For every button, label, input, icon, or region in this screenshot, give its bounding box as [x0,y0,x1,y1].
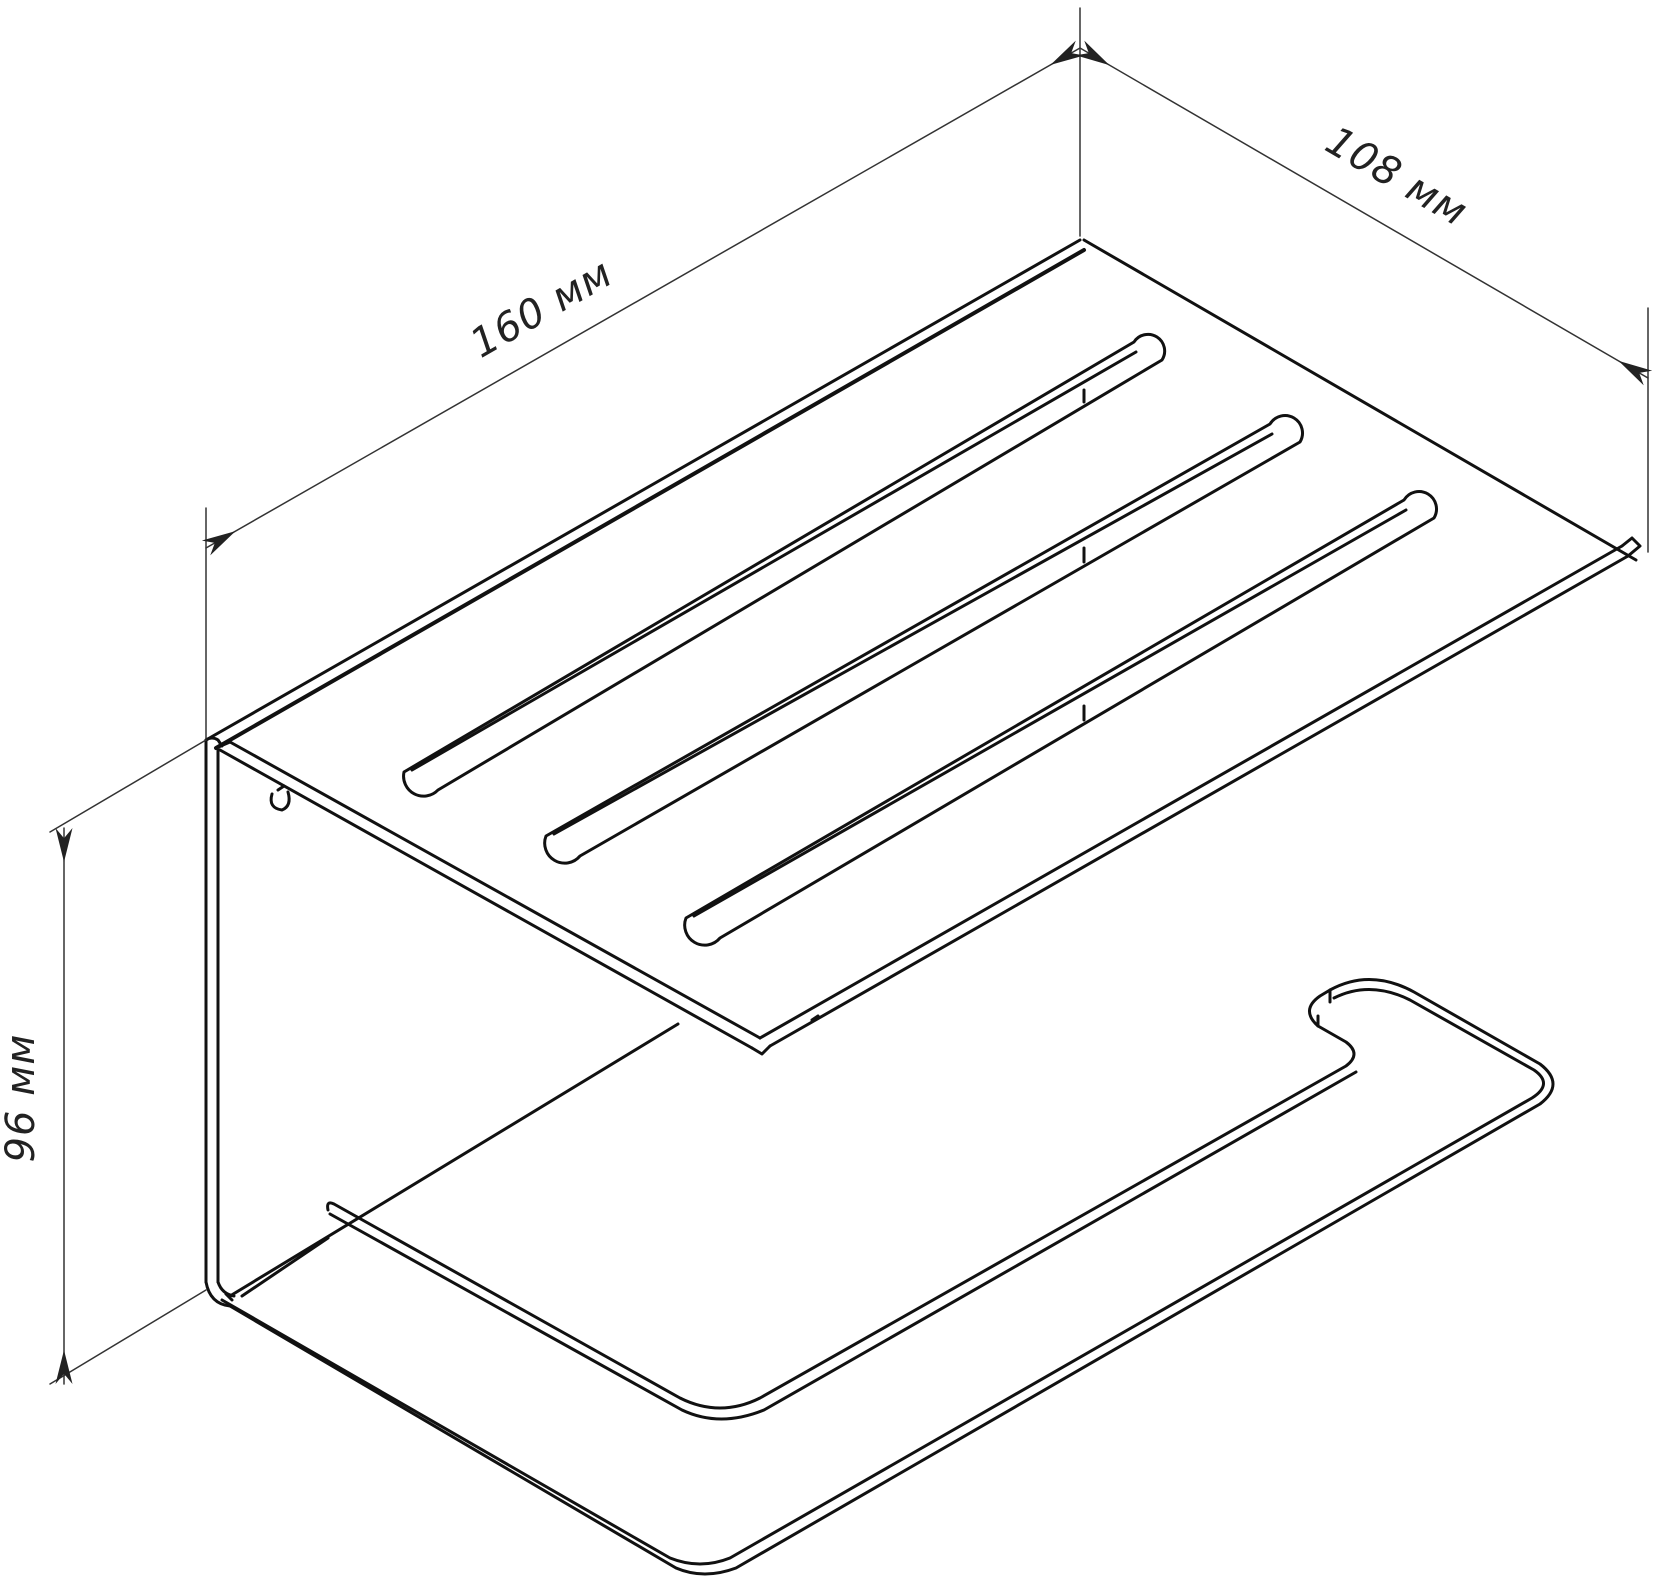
dimension-label-height: 96 мм [0,1034,44,1163]
dimension-lines [49,7,1653,1385]
dimension-label-length: 160 мм [463,250,621,367]
dimension-line-depth [1075,40,1653,386]
shelf-top-plate [204,238,1642,1056]
slot-3 [683,490,1438,947]
slot-1 [402,332,1167,798]
paper-holder-hook [220,978,1555,1576]
mounting-pin [269,784,291,812]
dimension-label-depth: 108 мм [1318,118,1475,236]
wall-bracket [204,736,680,1308]
dimension-line-length [201,40,1085,556]
